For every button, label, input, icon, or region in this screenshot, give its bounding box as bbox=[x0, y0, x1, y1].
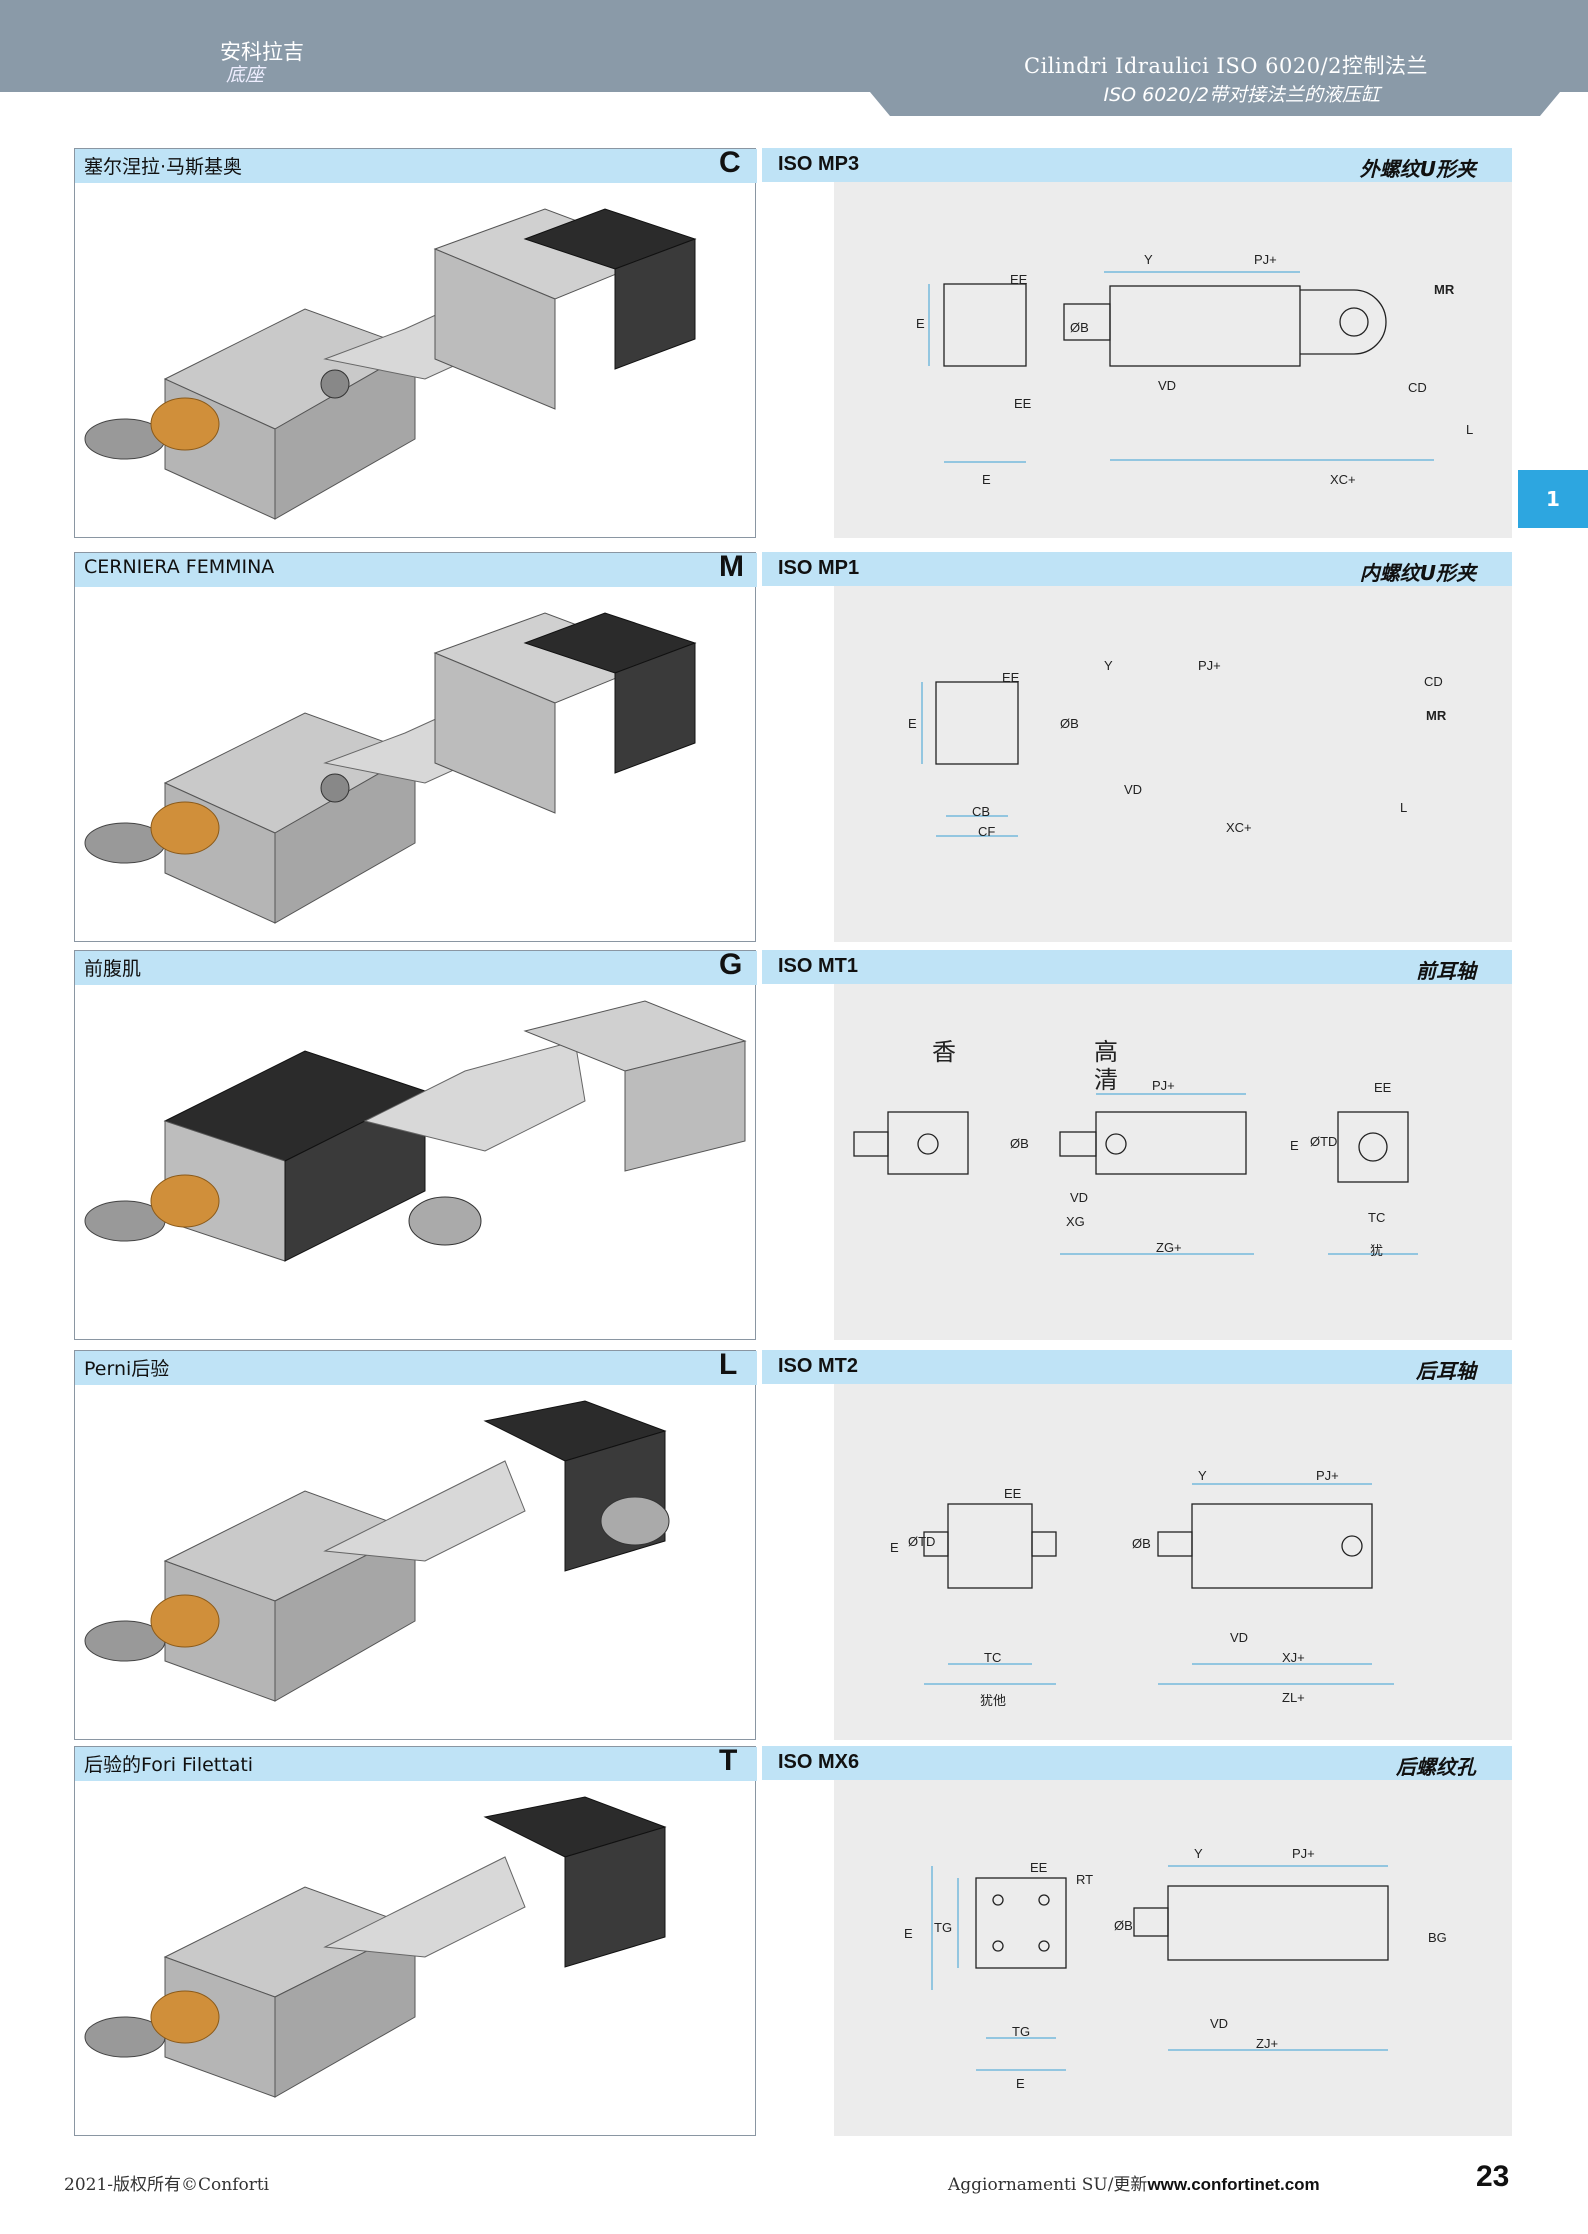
iso-bar: ISO MP1 内螺纹U形夹 bbox=[762, 552, 1512, 586]
iso-description: 前耳轴 bbox=[1416, 959, 1476, 983]
page-number: 23 bbox=[1476, 2160, 1510, 2193]
cylinder-illustration bbox=[84, 208, 697, 520]
product-photo bbox=[74, 950, 757, 1340]
section-mt1: 前腹肌 G ISO MT1 前耳轴 香 高 清 ØB bbox=[74, 948, 1512, 1340]
cylinder-illustration bbox=[84, 1000, 747, 1262]
section-letter: T bbox=[719, 1744, 738, 1777]
technical-drawing: EE RT E TG TG E ØB Y PJ+ BG VD ZJ+ bbox=[834, 1780, 1512, 2136]
section-label: CERNIERA FEMMINA bbox=[84, 556, 275, 578]
technical-drawing: E EE ØB CB CF Y PJ+ CD MR VD L XC+ bbox=[834, 586, 1512, 942]
iso-bar: ISO MX6 后螺纹孔 bbox=[762, 1746, 1512, 1780]
header-left-title: 安科拉吉 bbox=[220, 40, 304, 64]
page-header bbox=[0, 0, 1588, 92]
iso-code: ISO MT2 bbox=[778, 1355, 859, 1377]
section-letter: G bbox=[719, 948, 743, 981]
iso-code: ISO MP1 bbox=[778, 557, 860, 579]
section-letter: M bbox=[719, 550, 744, 583]
footer-website-link[interactable]: www.confortinet.com bbox=[1147, 2175, 1320, 2194]
section-mx6: 后验的Fori Filettati T ISO MX6 后螺纹孔 EE bbox=[74, 1744, 1512, 2136]
section-mt2: Perni后验 L ISO MT2 后耳轴 EE E ØTD bbox=[74, 1348, 1512, 1740]
header-right-subtitle: ISO 6020/2带对接法兰的液压缸 bbox=[1103, 84, 1380, 106]
iso-code: ISO MX6 bbox=[778, 1751, 860, 1773]
footer-updates: Aggiornamenti SU/更新www.confortinet.com bbox=[948, 2170, 1320, 2195]
header-notch bbox=[0, 92, 1588, 116]
product-photo bbox=[74, 552, 757, 942]
section-letter: C bbox=[719, 146, 741, 179]
footer-copyright: 2021-版权所有©Conforti bbox=[64, 2175, 270, 2195]
iso-code: ISO MP3 bbox=[778, 153, 860, 175]
section-label: Perni后验 bbox=[84, 1358, 170, 1380]
iso-bar: ISO MP3 外螺纹U形夹 bbox=[762, 148, 1512, 182]
technical-drawing: E EE E ØB Y PJ+ MR VD CD L XC+ EE bbox=[834, 182, 1512, 538]
product-photo bbox=[74, 1350, 757, 1740]
cylinder-illustration bbox=[84, 612, 697, 924]
chapter-tab[interactable]: 1 bbox=[1518, 470, 1588, 528]
section-mp3: 塞尔涅拉·马斯基奥 C ISO MP3 外螺纹U形夹 E EE E ØB Y bbox=[74, 146, 1512, 538]
section-letter: L bbox=[719, 1348, 738, 1381]
technical-drawing: 香 高 清 ØB PJ+ VD XG ZG+ EE E ØTD TC 犹 bbox=[834, 984, 1512, 1340]
section-label: 塞尔涅拉·马斯基奥 bbox=[84, 156, 243, 178]
section-label: 后验的Fori Filettati bbox=[84, 1754, 254, 1776]
iso-description: 内螺纹U形夹 bbox=[1359, 561, 1476, 585]
technical-drawing: EE E ØTD TC 犹他 Y PJ+ ØB VD XJ+ ZL+ bbox=[834, 1384, 1512, 1740]
cylinder-illustration bbox=[84, 1796, 667, 2098]
iso-bar: ISO MT2 后耳轴 bbox=[762, 1350, 1512, 1384]
header-right-title: Cilindri Idraulici ISO 6020/2控制法兰 bbox=[1024, 54, 1428, 78]
product-photo bbox=[74, 1746, 757, 2136]
iso-description: 外螺纹U形夹 bbox=[1359, 157, 1476, 181]
section-mp1: CERNIERA FEMMINA M ISO MP1 内螺纹U形夹 E EE Ø… bbox=[74, 550, 1512, 942]
iso-description: 后螺纹孔 bbox=[1396, 1755, 1476, 1779]
header-left-subtitle: 底座 bbox=[226, 64, 265, 86]
iso-code: ISO MT1 bbox=[778, 955, 859, 977]
iso-bar: ISO MT1 前耳轴 bbox=[762, 950, 1512, 984]
iso-description: 后耳轴 bbox=[1416, 1359, 1476, 1383]
footer-updates-prefix: Aggiornamenti SU/更新 bbox=[948, 2175, 1148, 2195]
cylinder-illustration bbox=[84, 1400, 670, 1702]
section-label: 前腹肌 bbox=[84, 958, 142, 980]
product-photo bbox=[74, 148, 757, 538]
